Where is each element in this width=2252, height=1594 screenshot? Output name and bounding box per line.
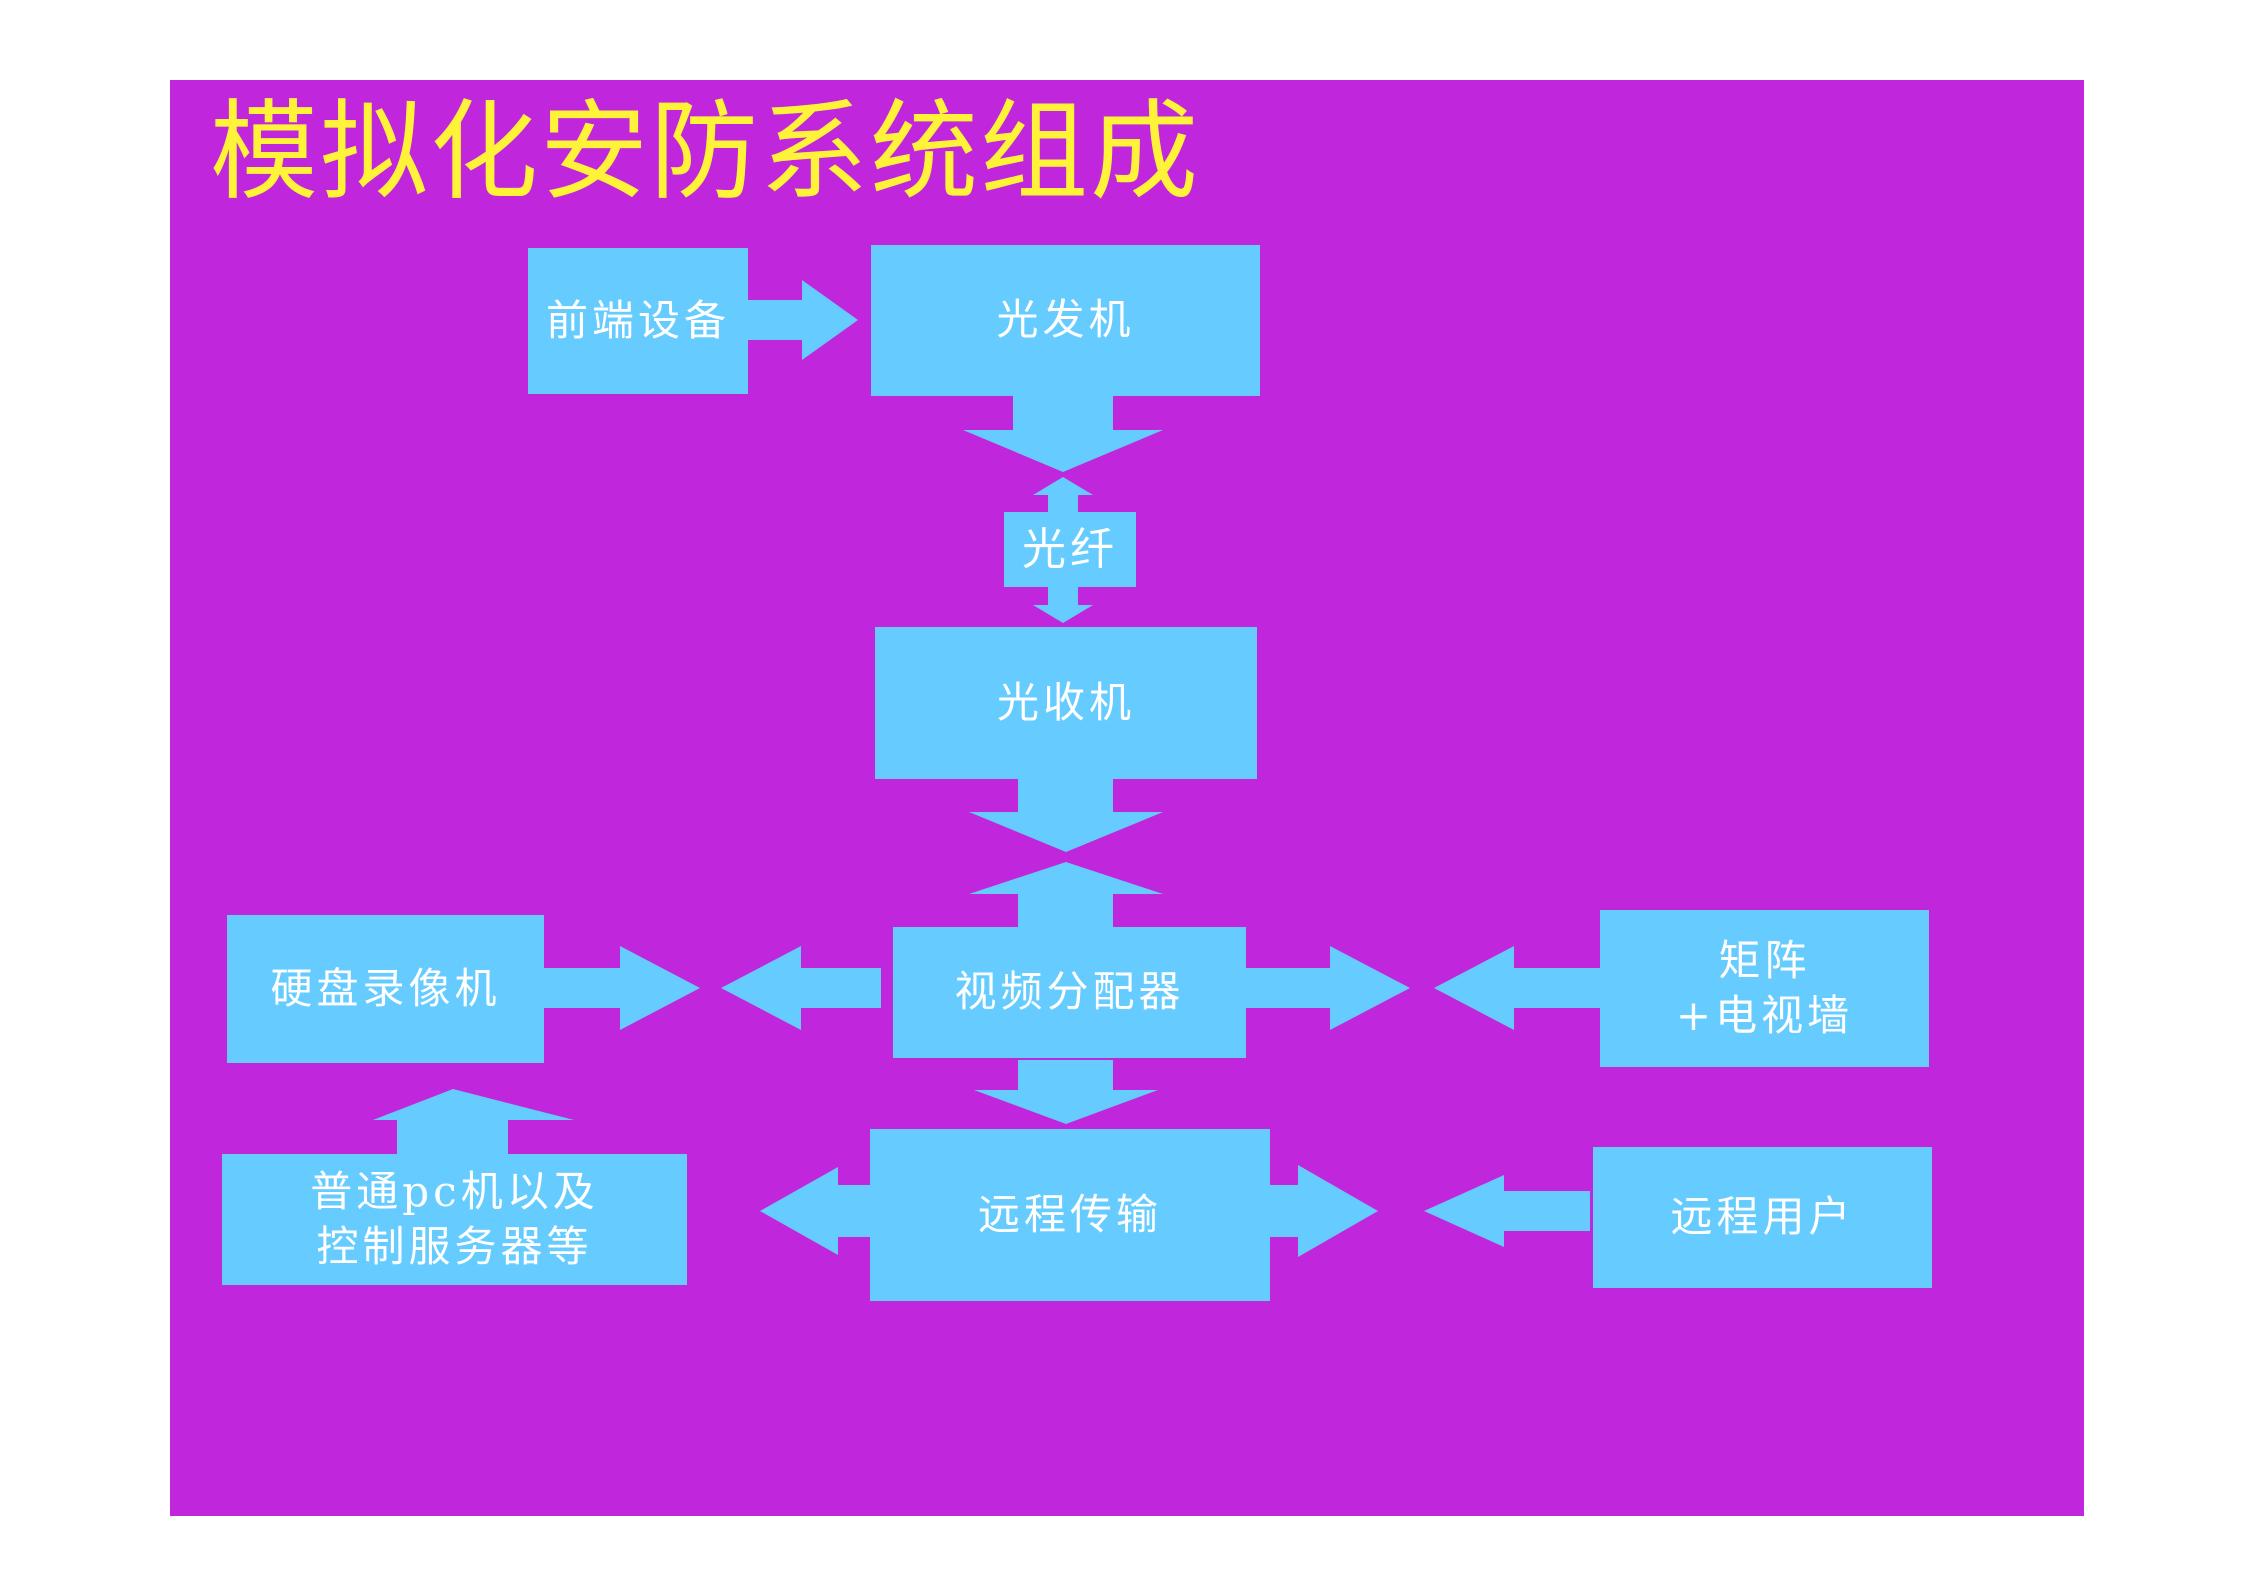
page-title: 模拟化安防系统组成 bbox=[210, 90, 1201, 215]
matrix-tv-wall-box: 矩阵 +电视墙 bbox=[1600, 910, 1929, 1067]
arrow-receiver-down bbox=[969, 776, 1163, 852]
arrow-up-into-distributor bbox=[969, 862, 1163, 928]
arrow-distributor-left bbox=[721, 946, 881, 1030]
dvr-box: 硬盘录像机 bbox=[227, 915, 544, 1063]
arrow-distributor-right bbox=[1246, 946, 1410, 1030]
arrow-distributor-down bbox=[974, 1060, 1158, 1124]
arrow-matrix-left bbox=[1434, 946, 1600, 1030]
remote-user-box: 远程用户 bbox=[1593, 1147, 1932, 1288]
fiber-label-box: 光纤 bbox=[1004, 512, 1136, 587]
optical-transmitter-box: 光发机 bbox=[871, 245, 1260, 396]
arrow-front-end-to-transmitter bbox=[748, 280, 858, 360]
arrow-pc-to-dvr-up bbox=[373, 1089, 574, 1156]
arrow-transmission-right bbox=[1264, 1165, 1378, 1257]
optical-receiver-box: 光收机 bbox=[875, 627, 1257, 779]
slide: 模拟化安防系统组成 前端设备 光发机 光纤 光收机 视频分配器 硬盘录 bbox=[170, 80, 2084, 1516]
front-end-device-box: 前端设备 bbox=[528, 248, 748, 394]
arrow-dvr-right bbox=[541, 946, 700, 1030]
arrow-transmission-left bbox=[760, 1167, 880, 1255]
arrow-transmitter-down bbox=[963, 394, 1163, 472]
remote-transmission-box: 远程传输 bbox=[870, 1129, 1270, 1301]
video-distributor-box: 视频分配器 bbox=[893, 927, 1246, 1058]
pc-servers-box: 普通pc机以及 控制服务器等 bbox=[222, 1154, 687, 1285]
arrow-remote-user-left bbox=[1424, 1175, 1590, 1247]
